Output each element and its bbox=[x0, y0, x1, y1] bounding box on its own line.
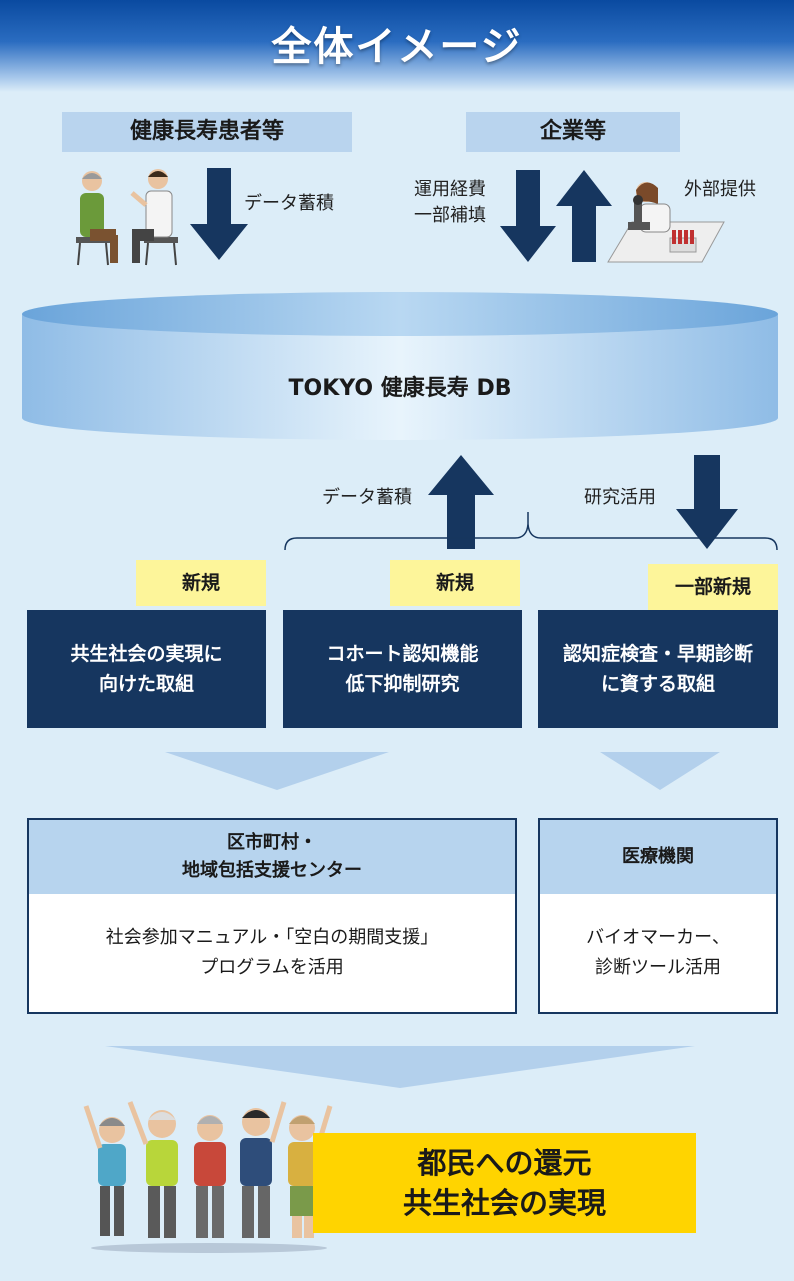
database-cylinder bbox=[22, 292, 778, 440]
medical-head: 医療機関 bbox=[540, 820, 776, 894]
down-arrow-icon bbox=[500, 170, 556, 262]
municipal-body: 社会参加マニュアル・「空白の期間支援」 プログラムを活用 bbox=[29, 894, 515, 1012]
celebrating-people-icon bbox=[83, 1101, 333, 1253]
page-title: 全体イメージ bbox=[271, 24, 523, 70]
database-label: TOKYO 健康長寿 DB bbox=[288, 376, 512, 401]
municipal-head-line2: 地域包括支援センター bbox=[182, 860, 362, 881]
project-box-cohort: コホート認知機能 低下抑制研究 bbox=[283, 610, 522, 728]
medical-body: バイオマーカー、 診断ツール活用 bbox=[540, 894, 776, 1012]
project-title-line1: 認知症検査・早期診断 bbox=[562, 643, 753, 665]
funding-line2: 一部補填 bbox=[414, 205, 486, 226]
municipal-body-line1: 社会参加マニュアル・「空白の期間支援」 bbox=[105, 927, 439, 948]
data-accumulation-middle-label: データ蓄積 bbox=[322, 487, 412, 508]
medical-box: 医療機関 バイオマーカー、 診断ツール活用 bbox=[538, 818, 778, 1014]
project-box-coexistence: 共生社会の実現に 向けた取組 bbox=[27, 610, 266, 728]
project-box-dementia-diagnosis: 認知症検査・早期診断 に資する取組 bbox=[538, 610, 778, 728]
brace-line bbox=[284, 512, 778, 551]
header-banner: 全体イメージ bbox=[0, 0, 794, 92]
funding-line1: 運用経費 bbox=[414, 179, 486, 200]
down-arrow-icon bbox=[676, 455, 738, 549]
project-title-line2: 低下抑制研究 bbox=[345, 673, 460, 695]
up-arrow-icon bbox=[428, 455, 494, 549]
project-title-line2: に資する取組 bbox=[600, 673, 715, 695]
up-arrow-icon bbox=[556, 170, 612, 262]
patients-label: 健康長寿患者等 bbox=[62, 112, 352, 152]
municipal-body-line2: プログラムを活用 bbox=[200, 957, 344, 978]
badge-new: 新規 bbox=[390, 560, 520, 606]
outcome-line2: 共生社会の実現 bbox=[402, 1186, 606, 1220]
doctor-patient-icon bbox=[76, 169, 178, 266]
badge-new: 新規 bbox=[136, 560, 266, 606]
companies-label: 企業等 bbox=[466, 112, 680, 152]
data-accumulation-top-label: データ蓄積 bbox=[244, 193, 334, 214]
project-title-line1: コホート認知機能 bbox=[326, 643, 479, 665]
down-arrow-icon bbox=[190, 168, 248, 260]
flow-chevron bbox=[600, 752, 720, 790]
badge-partially-new: 一部新規 bbox=[648, 564, 778, 610]
outcome-line1: 都民への還元 bbox=[417, 1146, 592, 1180]
flow-chevron bbox=[105, 1046, 695, 1088]
municipal-head: 区市町村・ 地域包括支援センター bbox=[29, 820, 515, 894]
project-title-line2: 向けた取組 bbox=[98, 673, 194, 695]
research-use-label: 研究活用 bbox=[584, 487, 656, 508]
project-title-line1: 共生社会の実現に bbox=[70, 643, 223, 665]
external-provision-label: 外部提供 bbox=[684, 179, 756, 200]
medical-body-line1: バイオマーカー、 bbox=[586, 927, 730, 948]
flow-chevron bbox=[165, 752, 389, 790]
medical-body-line2: 診断ツール活用 bbox=[595, 957, 721, 978]
municipal-head-line1: 区市町村・ bbox=[227, 832, 317, 853]
outcome-box: 都民への還元 共生社会の実現 bbox=[313, 1133, 696, 1233]
researcher-microscope-icon bbox=[607, 182, 725, 263]
municipal-box: 区市町村・ 地域包括支援センター 社会参加マニュアル・「空白の期間支援」 プログ… bbox=[27, 818, 517, 1014]
